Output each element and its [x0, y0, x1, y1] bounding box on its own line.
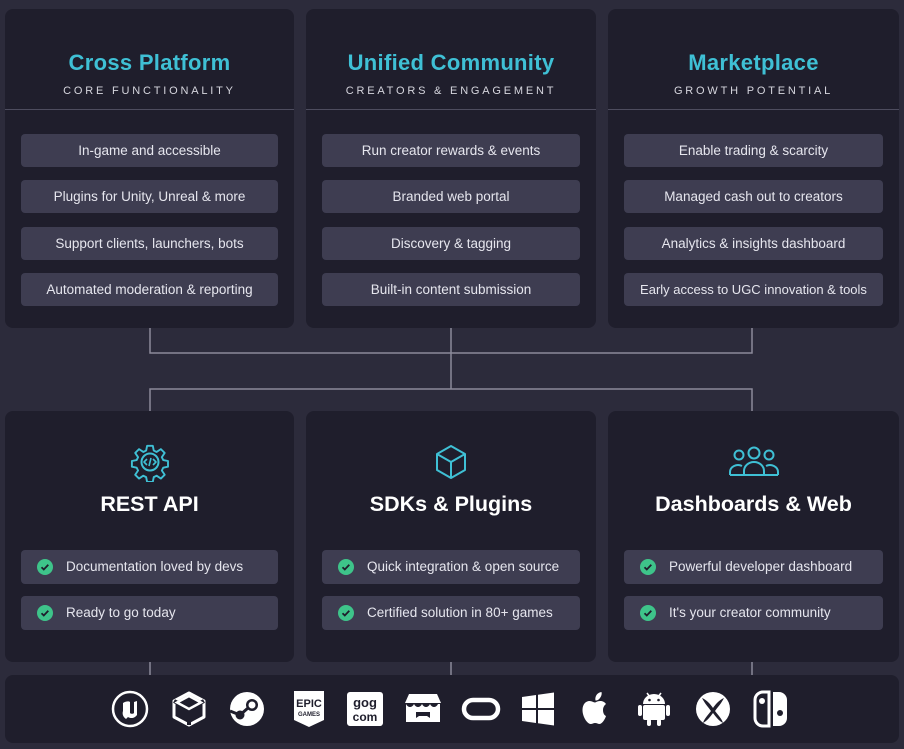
- itch-io-icon: [405, 694, 441, 722]
- card-title: Marketplace: [688, 50, 819, 75]
- feature-item: Discovery & tagging: [322, 227, 580, 260]
- xbox-icon: [696, 692, 730, 726]
- benefit-label: It's your creator community: [669, 605, 831, 620]
- feature-item: Automated moderation & reporting: [21, 273, 278, 306]
- benefit-label: Certified solution in 80+ games: [367, 605, 553, 620]
- feature-item: Analytics & insights dashboard: [624, 227, 883, 260]
- card-dashboards-web: Dashboards & Web Powerful developer dash…: [608, 411, 899, 662]
- people-group-icon: [728, 446, 779, 476]
- oculus-icon: [461, 697, 501, 721]
- benefit-item: Ready to go today: [21, 596, 278, 630]
- feature-item: Branded web portal: [322, 180, 580, 213]
- benefit-item: It's your creator community: [624, 596, 883, 630]
- windows-icon: [522, 692, 554, 726]
- feature-item: Support clients, launchers, bots: [21, 227, 278, 260]
- card-title: Unified Community: [347, 50, 555, 75]
- apple-icon: [582, 692, 606, 724]
- check-icon: [37, 559, 53, 575]
- platform-logos-bar: EPIC GAMES gog com: [5, 675, 899, 743]
- benefit-label: Ready to go today: [66, 605, 176, 620]
- card-title: SDKs & Plugins: [369, 492, 533, 516]
- card-rest-api: REST API Documentation loved by devs Rea…: [5, 411, 294, 662]
- benefit-item: Certified solution in 80+ games: [322, 596, 580, 630]
- card-subtitle: CREATORS & ENGAGEMENT: [345, 85, 557, 97]
- feature-item: Plugins for Unity, Unreal & more: [21, 180, 278, 213]
- check-icon: [37, 605, 53, 621]
- benefit-label: Powerful developer dashboard: [669, 559, 853, 574]
- card-title: Cross Platform: [68, 50, 231, 75]
- card-title: REST API: [100, 492, 199, 516]
- gog-com-text: com: [353, 710, 378, 724]
- epic-games-icon: EPIC GAMES: [294, 691, 324, 727]
- feature-item: Early access to UGC innovation & tools: [624, 273, 883, 306]
- feature-item: Built-in content submission: [322, 273, 580, 306]
- divider: [306, 109, 596, 110]
- card-sdks-plugins: SDKs & Plugins Quick integration & open …: [306, 411, 596, 662]
- benefit-item: Documentation loved by devs: [21, 550, 278, 584]
- feature-item: Run creator rewards & events: [322, 134, 580, 167]
- benefit-label: Documentation loved by devs: [66, 559, 244, 574]
- unity-icon: [172, 691, 206, 727]
- unreal-engine-icon: [111, 690, 149, 728]
- divider: [608, 109, 899, 110]
- gear-code-icon: [130, 444, 169, 482]
- epic-games-text: GAMES: [298, 712, 320, 718]
- gog-icon: gog com: [347, 692, 383, 726]
- check-icon: [338, 559, 354, 575]
- card-cross-platform: Cross Platform CORE FUNCTIONALITY In-gam…: [5, 9, 294, 328]
- divider: [5, 109, 294, 110]
- benefit-label: Quick integration & open source: [367, 559, 560, 574]
- epic-text: EPIC: [296, 698, 322, 710]
- feature-item: In-game and accessible: [21, 134, 278, 167]
- check-icon: [640, 605, 656, 621]
- gog-text: gog: [353, 695, 377, 710]
- check-icon: [640, 559, 656, 575]
- cube-icon: [436, 445, 466, 479]
- nintendo-switch-icon: [753, 690, 787, 728]
- android-icon: [638, 692, 670, 726]
- check-icon: [338, 605, 354, 621]
- card-subtitle: CORE FUNCTIONALITY: [63, 85, 236, 97]
- card-title: Dashboards & Web: [655, 492, 852, 516]
- card-unified-community: Unified Community CREATORS & ENGAGEMENT …: [306, 9, 596, 328]
- benefit-item: Quick integration & open source: [322, 550, 580, 584]
- feature-item: Enable trading & scarcity: [624, 134, 883, 167]
- steam-icon: [229, 692, 264, 726]
- benefit-item: Powerful developer dashboard: [624, 550, 883, 584]
- card-subtitle: GROWTH POTENTIAL: [673, 85, 834, 97]
- card-marketplace: Marketplace GROWTH POTENTIAL Enable trad…: [608, 9, 899, 328]
- feature-item: Managed cash out to creators: [624, 180, 883, 213]
